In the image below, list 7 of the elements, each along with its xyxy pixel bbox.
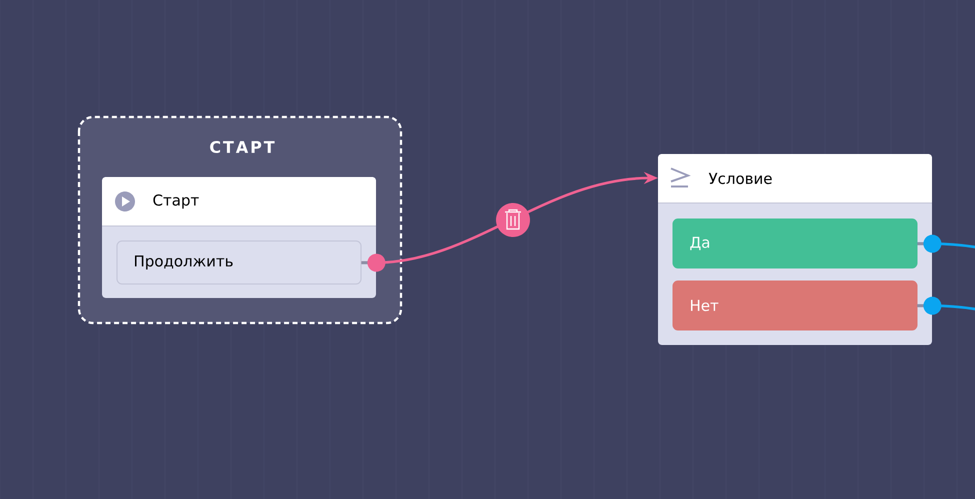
card-title: Условие (708, 172, 772, 184)
output-box: Продолжить (116, 240, 362, 284)
card-title: Старт (153, 194, 199, 209)
connector (917, 234, 975, 253)
branch-box: Да (672, 218, 918, 268)
connector (917, 296, 975, 315)
branch-box: Нет (672, 280, 918, 330)
